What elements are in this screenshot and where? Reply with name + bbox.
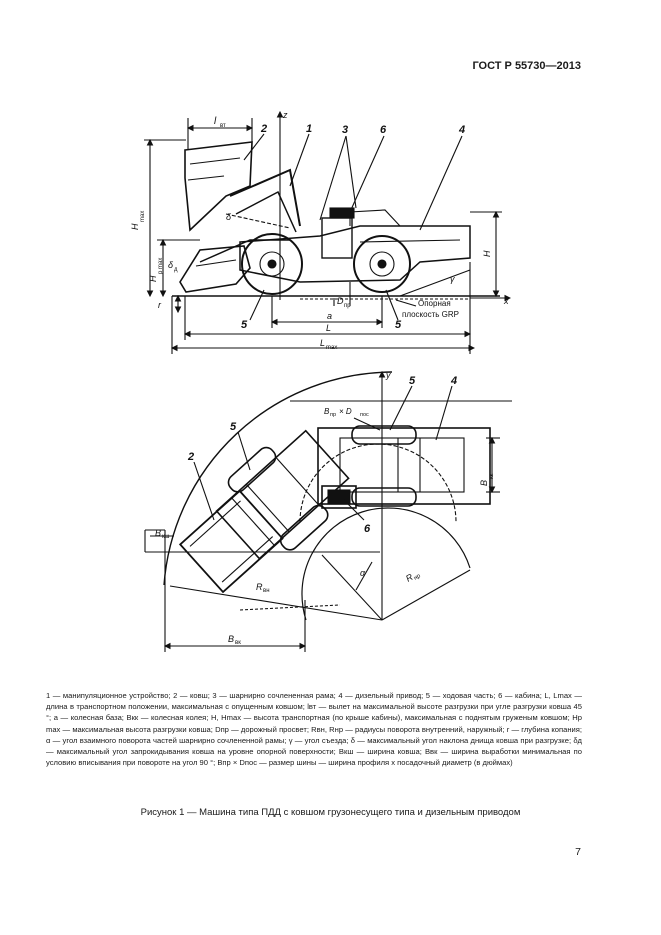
label-5-chassis-front: 5 [241,319,248,331]
label-times-D: × D [339,407,352,416]
label-delta-d-sub: д [174,267,178,273]
label-R-nr: R [404,572,415,584]
side-view-labels: l вт 2 z 1 3 6 4 H max H p max H r δ δ д… [130,110,509,351]
label-L-max: L [320,338,325,348]
figure-caption: Рисунок 1 — Машина типа ПДД с ковшом гру… [140,807,521,818]
label-B-pr: B [324,407,330,416]
label-H-max-sub: max [140,211,146,222]
label-5-chassis-front-top: 5 [230,421,237,433]
label-gamma: γ [450,274,455,284]
label-R-nr-sub: нр [413,573,422,582]
label-6-cabin: 6 [380,124,387,136]
label-D-pr: D [337,296,344,306]
label-5-chassis: 5 [409,375,416,387]
label-5-chassis-rear: 5 [395,319,402,331]
label-R-vn: R [256,582,263,592]
label-D-pr-sub: пр [344,303,351,309]
label-B-pr-sub: пр [330,412,336,418]
label-2-bucket-top: 2 [187,451,194,463]
label-l-st-sub: вт [220,123,226,129]
top-view-labels: y B пр × D пос 5 4 5 2 6 B кк B кш B вк … [155,370,495,646]
label-delta: δ [226,212,232,222]
label-H-max: H [130,223,140,230]
side-view-drawing [144,110,512,354]
label-H-p-max: H [148,275,158,282]
label-R-vn-sub: вн [263,588,270,594]
label-y-axis: y [385,370,391,380]
top-view-drawing [144,370,512,652]
label-a-wheelbase: a [327,311,332,321]
label-support-plane-2: плоскость GRP [402,310,459,319]
label-2-bucket: 2 [260,123,267,135]
label-H: H [482,250,492,257]
document-standard-number: ГОСТ Р 55730—2013 [472,60,581,72]
technical-figure: l вт 2 z 1 3 6 4 H max H p max H r δ δ д… [130,110,512,652]
label-3-frame: 3 [342,124,348,136]
label-delta-d: δ [168,260,174,270]
label-B-kw-sub: кш [162,534,170,540]
label-alpha: α [360,568,366,578]
label-B-kk-sub: кк [489,473,495,479]
label-x-axis: x [503,296,509,306]
label-r: r [158,300,162,310]
label-B-kw: B [155,528,161,538]
label-B-kk: B [479,480,489,486]
label-6-cabin-top: 6 [364,523,371,535]
label-support-plane-1: Опорная [418,299,451,308]
label-z-axis: z [282,110,288,120]
label-1-manipulator: 1 [306,123,312,135]
label-B-vk: B [228,634,234,644]
label-4-engine-top: 4 [450,375,457,387]
label-B-vk-sub: вк [235,640,241,646]
label-l-st: l [214,116,217,127]
label-L-max-sub: max [326,345,337,351]
label-H-p-max-sub: p max [158,258,164,274]
figure-legend: 1 — манипуляционное устройство; 2 — ковш… [46,691,582,768]
label-4-engine: 4 [458,124,465,136]
page-number: 7 [575,846,581,858]
label-D-pos-sub: пос [360,412,369,418]
label-L: L [326,323,331,333]
